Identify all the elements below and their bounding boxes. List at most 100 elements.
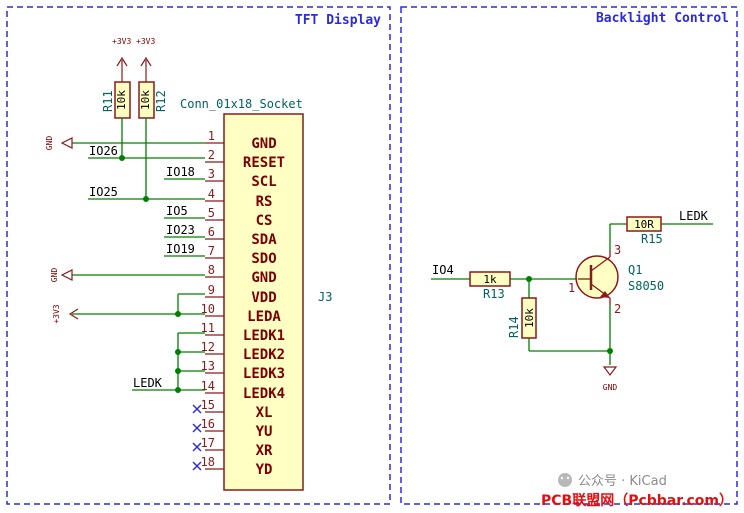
- connector-pin-name: SCL: [251, 174, 276, 190]
- backlight-control-title: Backlight Control: [596, 11, 729, 26]
- tft-display-title: TFT Display: [295, 13, 381, 28]
- backlight-junctions: [526, 276, 613, 354]
- junction-dots: [119, 155, 181, 393]
- resistor-r14-body: [521, 297, 537, 339]
- resistor-r15-body: [626, 216, 662, 232]
- tft-display-sheet-border: [6, 6, 391, 505]
- net-label-io18: IO18: [166, 165, 195, 179]
- gnd-symbol-pin1: [60, 137, 73, 149]
- no-connect-icon: [192, 423, 202, 433]
- power-label-3v3: +3V3: [112, 37, 131, 46]
- connector-pin-number: 5: [208, 206, 215, 220]
- connector-pin-number: 11: [201, 321, 215, 335]
- resistor-r14-value: 10k: [523, 308, 536, 328]
- connector-value: Conn_01x18_Socket: [180, 97, 303, 111]
- connector-pin-number: 16: [201, 417, 215, 431]
- power-arrow-icon: [116, 56, 128, 67]
- net-label-ledk: LEDK: [133, 376, 163, 390]
- power-label-3v3: +3V3: [52, 304, 61, 323]
- connector-pin-name: YD: [256, 462, 273, 478]
- net-label-io26: IO26: [89, 144, 118, 158]
- connector-pin-number: 7: [208, 244, 215, 258]
- power-label-3v3: +3V3: [136, 37, 155, 46]
- connector-pin-name: LEDK3: [243, 366, 285, 382]
- connector-pin-name: LEDK4: [243, 386, 285, 402]
- transistor-ref: Q1: [628, 263, 642, 277]
- connector-pin-number: 1: [208, 129, 215, 143]
- connector-pin-number: 14: [201, 379, 215, 393]
- connector-pin-name: XL: [256, 405, 273, 421]
- q1-pin-collector: 3: [614, 243, 621, 257]
- site-watermark: PCB联盟网（Pcbbar.com）: [541, 493, 733, 509]
- tft-wires: [72, 118, 205, 391]
- resistor-r13-value: 1k: [483, 273, 497, 286]
- net-label-io23: IO23: [166, 223, 195, 237]
- power-label-gnd: GND: [603, 383, 618, 392]
- backlight-wires: [431, 223, 713, 365]
- connector-pin-name: GND: [251, 270, 276, 286]
- connector-pin-name: LEDK1: [243, 328, 285, 344]
- net-label-ledk: LEDK: [679, 209, 709, 223]
- connector-pin-number: 4: [208, 187, 215, 201]
- connector-pin-number: 6: [208, 225, 215, 239]
- resistor-r11-ref: R11: [101, 90, 115, 112]
- resistor-r12-ref: R12: [154, 90, 168, 112]
- connector-j3-body: [223, 113, 304, 491]
- wechat-account-label: 公众号 · KiCad: [578, 474, 667, 489]
- resistor-r12-value: 10k: [139, 90, 152, 110]
- connector-pin-name: LEDK2: [243, 347, 285, 363]
- backlight-sheet-border: [400, 6, 738, 505]
- pullup-r12: 10k R12: [138, 56, 168, 119]
- no-connect-markers: [192, 404, 202, 471]
- connector-pin-name: XR: [256, 443, 273, 459]
- resistor-r15-ref: R15: [641, 232, 663, 246]
- q1-pin-base: 1: [568, 281, 575, 295]
- no-connect-icon: [192, 442, 202, 452]
- pullup-r11: 10k R11: [101, 56, 131, 119]
- connector-pin-name: RS: [256, 194, 273, 210]
- connector-pin-number: 3: [208, 167, 215, 181]
- resistor-r15-value: 10R: [634, 218, 654, 231]
- connector-pin-name: SDA: [251, 232, 277, 248]
- connector-pin-number: 10: [201, 302, 215, 316]
- transistor-q1: [575, 250, 619, 305]
- power-label-gnd: GND: [50, 268, 59, 283]
- wechat-watermark: 公众号 · KiCad: [558, 473, 667, 489]
- power-arrow-icon: [140, 56, 152, 67]
- connector-pin-number: 8: [208, 263, 215, 277]
- connector-pin-number: 18: [201, 455, 215, 469]
- connector-pin-name: SDO: [251, 251, 276, 267]
- connector-pin-number: 17: [201, 436, 215, 450]
- connector-pin-number: 13: [201, 359, 215, 373]
- net-label-io19: IO19: [166, 242, 195, 256]
- no-connect-icon: [192, 461, 202, 471]
- resistor-r14-ref: R14: [507, 316, 521, 338]
- resistor-r13-body: [469, 271, 511, 287]
- connector-pin-number: 12: [201, 340, 215, 354]
- connector-pin-name: CS: [256, 213, 273, 229]
- emitter-arrow-icon: [600, 291, 610, 298]
- net-label-io4: IO4: [432, 263, 454, 277]
- gnd-symbol-q1: [602, 366, 618, 376]
- connector-pin-number: 15: [201, 398, 215, 412]
- gnd-symbol-pin8: [60, 269, 73, 281]
- connector-pin-name: LEDA: [247, 309, 281, 325]
- power-arrow-icon: [68, 308, 79, 320]
- power-label-gnd: GND: [45, 136, 54, 151]
- connector-pin-number: 2: [208, 148, 215, 162]
- net-label-io25: IO25: [89, 185, 118, 199]
- connector-ref: J3: [318, 290, 332, 304]
- wechat-logo-icon: [558, 473, 572, 487]
- connector-pin-name: GND: [251, 136, 276, 152]
- transistor-value: S8050: [628, 279, 664, 293]
- q1-pin-emitter: 2: [614, 302, 621, 316]
- connector-pin-name: VDD: [251, 290, 276, 306]
- connector-pin-number: 9: [208, 283, 215, 297]
- net-label-io5: IO5: [166, 204, 188, 218]
- connector-pin-name: RESET: [243, 155, 285, 171]
- no-connect-icon: [192, 404, 202, 414]
- resistor-r13-ref: R13: [483, 287, 505, 301]
- connector-pin-name: YU: [256, 424, 273, 440]
